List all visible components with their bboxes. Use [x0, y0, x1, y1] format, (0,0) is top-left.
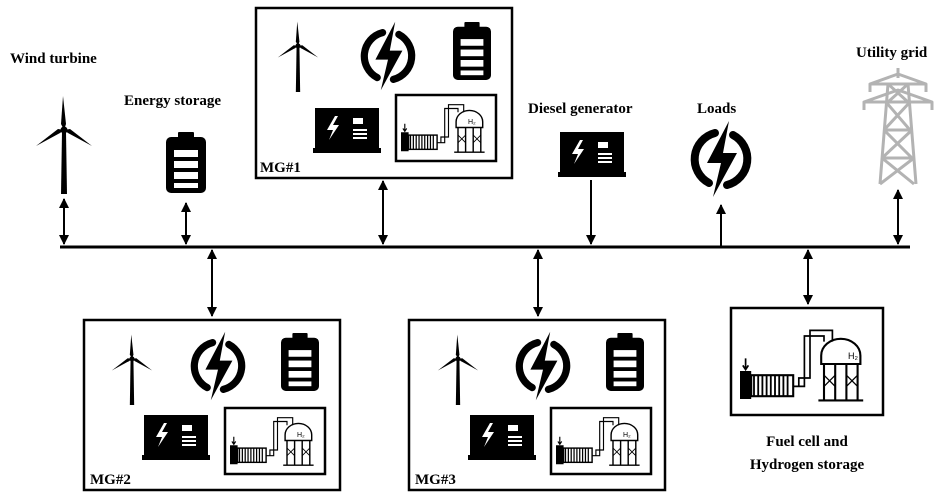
diesel-generator-icon [142, 415, 210, 460]
lightning-bolt-icon [695, 121, 748, 197]
hydrogen-symbol: H₂ [468, 119, 476, 126]
diesel-generator-icon [313, 108, 381, 153]
microgrid-2-box: H₂ MG#2 [82, 318, 342, 492]
hydrogen-symbol: H₂ [848, 351, 858, 361]
fuel-cell-label-line2: Hydrogen storage [750, 457, 865, 473]
utility-grid-label: Utility grid [856, 45, 928, 61]
hydrogen-symbol: H₂ [297, 432, 305, 439]
battery-icon [606, 333, 644, 391]
battery-icon [281, 333, 319, 391]
hydrogen-symbol: H₂ [623, 432, 631, 439]
microgrid-3-box: H₂ MG#3 [407, 318, 667, 492]
wind-turbine-icon [36, 96, 92, 194]
mg1-label: MG#1 [260, 160, 301, 176]
fuel-cell-label-line1: Fuel cell and [766, 434, 848, 450]
diesel-generator-label: Diesel generator [528, 101, 633, 117]
battery-icon [166, 132, 206, 193]
energy-storage-label: Energy storage [124, 93, 221, 109]
diesel-generator-icon [558, 132, 626, 177]
transmission-tower-icon [862, 68, 934, 186]
microgrid-1-box: H₂ MG#1 [254, 6, 514, 180]
mg3-label: MG#3 [415, 472, 456, 488]
fuel-cell-hydrogen-box: H₂ [729, 306, 885, 417]
loads-label: Loads [697, 101, 736, 117]
wind-turbine-label: Wind turbine [10, 51, 97, 67]
diesel-generator-icon [468, 415, 536, 460]
battery-icon [453, 22, 491, 80]
mg2-label: MG#2 [90, 472, 131, 488]
